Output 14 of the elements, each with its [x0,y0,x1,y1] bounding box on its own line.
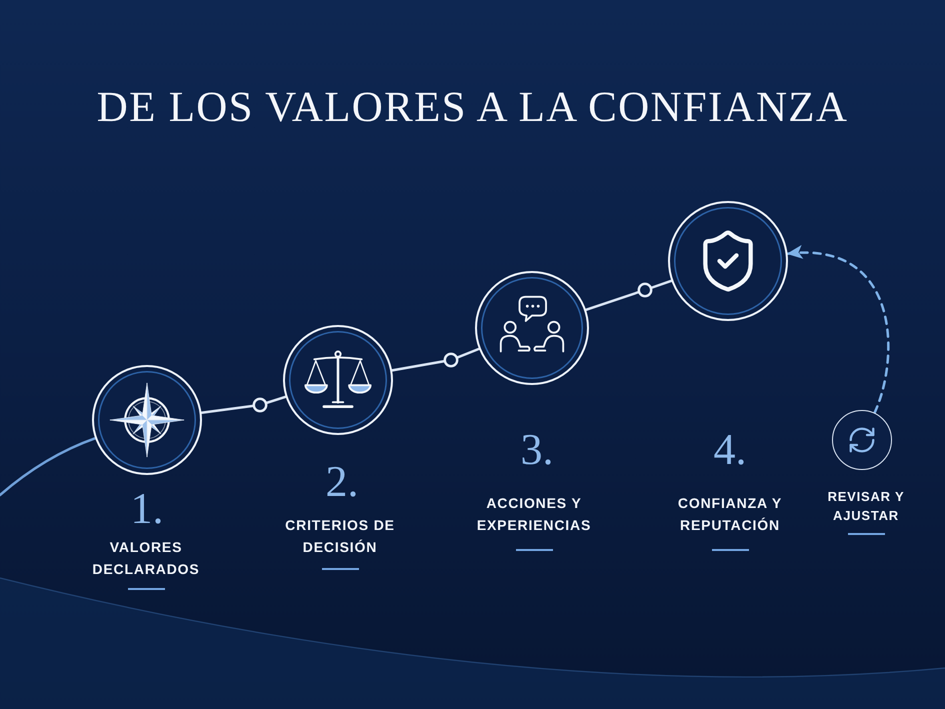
dashed-arrow [786,246,890,414]
title: DE LOS VALORES A LA CONFIANZA [96,86,848,129]
connector-line [584,280,673,312]
connector-line [200,396,287,414]
step-label: CONFIANZA Y REPUTACIÓN [676,494,784,535]
step-label: REVISAR Y AJUSTAR [826,488,906,525]
step-label: CRITERIOS DE DECISIÓN [284,516,396,557]
step-number: 1. [130,487,164,531]
connector-line [0,437,96,496]
step-label: ACCIONES Y EXPERIENCIAS [476,494,592,535]
step-number: 2. [326,460,358,504]
step-number: 3. [520,428,554,472]
step-label: VALORES DECLARADOS [91,538,201,579]
step-number: 4. [714,428,746,472]
